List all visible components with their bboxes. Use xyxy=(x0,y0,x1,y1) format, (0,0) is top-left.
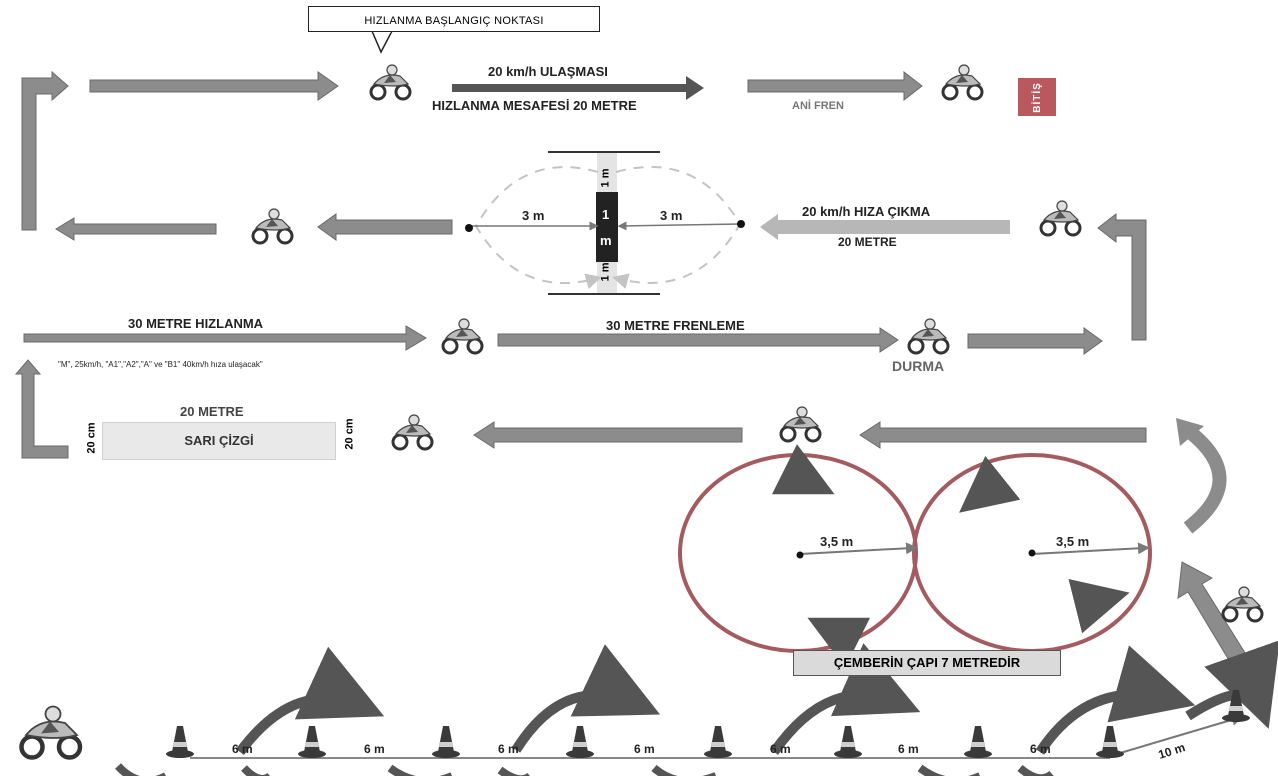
distance-3m-right: 3 m xyxy=(660,208,683,223)
meters-20-label: 20 METRE xyxy=(838,235,897,249)
motorcycle-icon xyxy=(391,413,434,451)
radius-right-label: 3,5 m xyxy=(1056,534,1090,549)
cm20-left: 20 cm xyxy=(85,422,98,454)
distance-3m-left: 3 m xyxy=(522,208,545,223)
traffic-cone-icon xyxy=(566,726,594,758)
yellow-line-box: SARI ÇİZGİ xyxy=(102,422,336,460)
start-point-callout: HIZLANMA BAŞLANGIÇ NOKTASI xyxy=(308,6,600,32)
yellow-meters-label: 20 METRE xyxy=(180,404,244,419)
motorcycle-icon xyxy=(1039,199,1082,237)
traffic-cone-icon xyxy=(704,726,732,758)
arrow-to-start xyxy=(89,71,339,101)
traffic-cone-icon xyxy=(166,726,194,758)
elbow-arrow-up-right xyxy=(21,70,69,231)
figure-eight xyxy=(678,444,1253,673)
gate-1m-bottom: 1 m xyxy=(599,262,612,282)
speed-up-20-label: 20 km/h HIZA ÇIKMA xyxy=(802,204,931,219)
traffic-cone-icon xyxy=(834,726,862,758)
brake-30-label: 30 METRE FRENLEME xyxy=(606,318,745,333)
traffic-cone-icon xyxy=(1096,726,1124,758)
slalom-gap: 6 m xyxy=(232,742,253,756)
row2-arrows xyxy=(55,212,1147,341)
slalom-gap: 6 m xyxy=(634,742,655,756)
gate-1m-center-a: 1 xyxy=(602,207,610,222)
accel-distance-label: HIZLANMA MESAFESİ 20 METRE xyxy=(432,98,637,113)
slalom-gap: 6 m xyxy=(1030,742,1051,756)
finish-box: BİTİŞ xyxy=(1018,78,1056,116)
slalom-gap: 6 m xyxy=(498,742,519,756)
radius-left-label: 3,5 m xyxy=(820,534,854,549)
reach-20-label: 20 km/h ULAŞMASI xyxy=(488,64,608,79)
row4-arrows xyxy=(473,418,1227,534)
motorcycle-icon xyxy=(369,63,412,101)
accel-30-label: 30 METRE HIZLANMA xyxy=(128,316,264,331)
slalom-gap: 6 m xyxy=(364,742,385,756)
motorcycle-icon xyxy=(1221,585,1264,623)
motorcycle-icon xyxy=(779,405,822,443)
gate-1m-center-b: m xyxy=(600,233,612,248)
cm20-right: 20 cm xyxy=(343,418,356,450)
row1-arrows xyxy=(21,29,923,231)
arrow-sudden-brake xyxy=(747,70,923,102)
stop-label: DURMA xyxy=(892,358,945,374)
sudden-brake-label: ANİ FREN xyxy=(792,100,844,112)
slalom xyxy=(115,640,1278,776)
traffic-cone-icon xyxy=(432,726,460,758)
arrow-accel-20 xyxy=(452,76,704,100)
elbow-arrow-up-left xyxy=(1097,212,1147,341)
speed-note: "M", 25km/h, "A1","A2","A" ve "B1" 40km/… xyxy=(58,360,263,369)
motorcycle-icon xyxy=(907,317,950,355)
traffic-cone-icon xyxy=(964,726,992,758)
motorcycle-icon xyxy=(22,707,81,758)
slalom-gap: 6 m xyxy=(898,742,919,756)
gate-1m-top: 1 m xyxy=(599,168,612,188)
motorcycle-icon xyxy=(941,63,984,101)
slalom-gap: 6 m xyxy=(770,742,791,756)
motorcycle-icon xyxy=(441,317,484,355)
traffic-cone-icon xyxy=(298,726,326,758)
diameter-note: ÇEMBERİN ÇAPI 7 METREDİR xyxy=(793,650,1061,676)
motorcycle-icon xyxy=(251,207,294,245)
row3-arrows xyxy=(14,325,1103,459)
gate-figure xyxy=(465,151,745,295)
